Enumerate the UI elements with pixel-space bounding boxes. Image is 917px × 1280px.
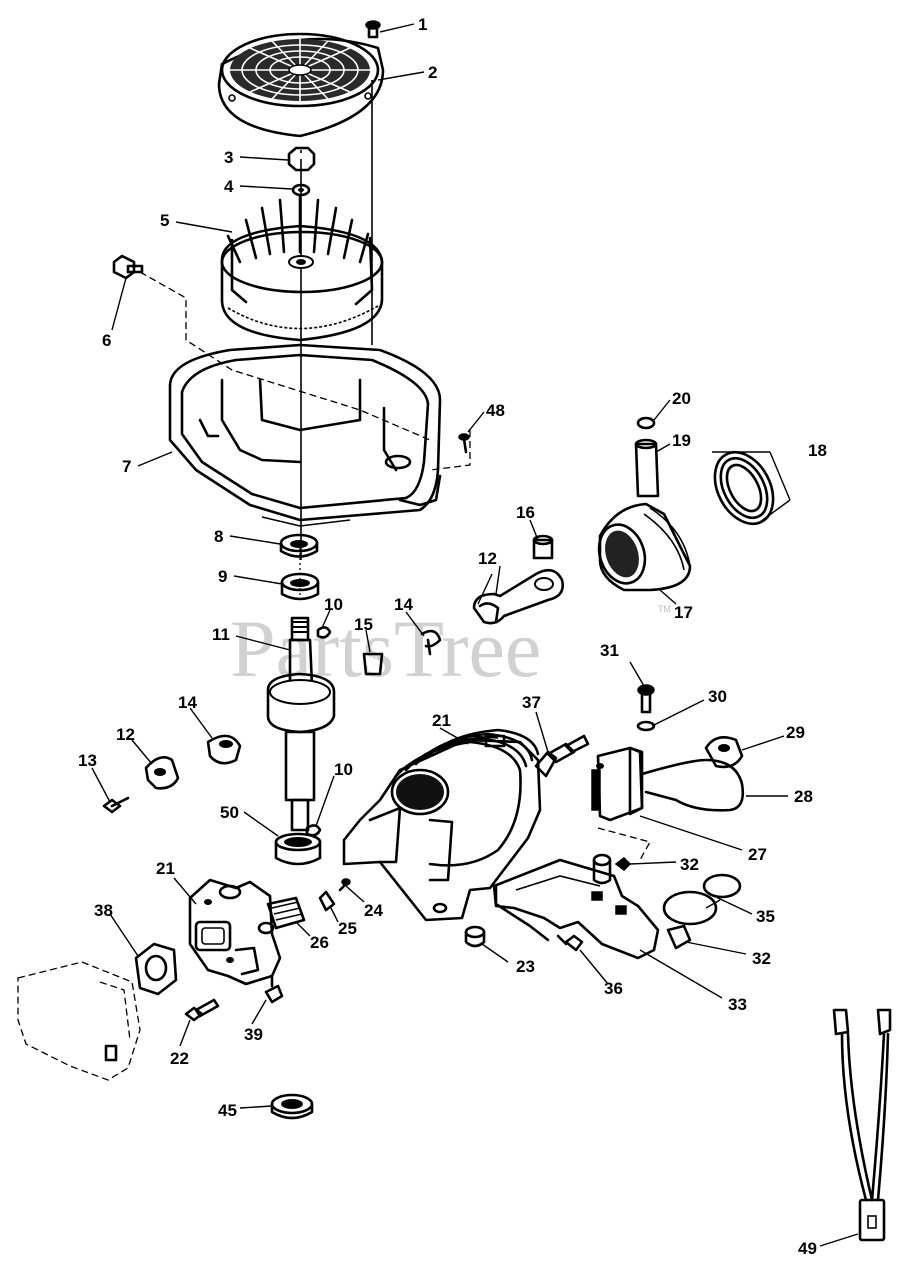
part-screw-top	[365, 20, 381, 39]
watermark: PartsTree	[230, 603, 541, 694]
callout-28: 28	[794, 787, 813, 806]
part-screw-31	[637, 684, 655, 714]
callout-9: 9	[218, 567, 227, 586]
part-flywheel-nut	[287, 146, 316, 172]
part-screw-32-upper	[614, 857, 632, 871]
part-spark-plug-lead	[640, 736, 745, 812]
callout-10a: 10	[324, 595, 343, 614]
part-clip-25	[318, 890, 336, 912]
part-retainer-lower	[206, 734, 242, 765]
part-seal-50	[274, 832, 322, 866]
callout-8: 8	[214, 527, 223, 546]
callout-32a: 32	[680, 855, 699, 874]
callout-48: 48	[486, 401, 505, 420]
callout-14a: 14	[178, 693, 197, 712]
part-washer	[291, 183, 311, 197]
part-screw-36	[556, 934, 584, 952]
part-washer-30	[636, 720, 656, 732]
callout-12a: 12	[116, 725, 135, 744]
callout-2: 2	[428, 63, 437, 82]
part-wire-harness	[832, 1008, 892, 1242]
callout-13: 13	[78, 751, 97, 770]
callout-17: 17	[674, 603, 693, 622]
callout-49: 49	[798, 1239, 817, 1258]
part-air-filter-housing	[17, 961, 141, 1081]
part-flywheel	[220, 194, 384, 342]
callout-22: 22	[170, 1049, 189, 1068]
callout-6: 6	[102, 331, 111, 350]
callout-39: 39	[244, 1025, 263, 1044]
callout-1: 1	[418, 15, 427, 34]
callout-18: 18	[808, 441, 827, 460]
callout-35: 35	[756, 907, 775, 926]
callout-labels: 1 2 3 4 5 6 7 8 9 10 10 11 12 12 13 14 1…	[78, 15, 827, 1258]
part-carb-gasket	[134, 942, 178, 996]
part-oil-seal	[279, 533, 319, 558]
part-reed-plate	[266, 896, 306, 930]
part-piston	[597, 502, 692, 592]
callout-4: 4	[224, 177, 234, 196]
callout-21a: 21	[432, 711, 451, 730]
part-crankshaft	[266, 616, 336, 832]
part-pin-bearing	[532, 534, 554, 560]
part-screw-39	[264, 974, 284, 1004]
part-seal-45	[270, 1093, 314, 1120]
callout-36: 36	[604, 979, 623, 998]
leader-lines	[91, 23, 859, 1247]
callout-23: 23	[516, 957, 535, 976]
callout-11: 11	[212, 625, 230, 644]
part-spark-plug	[534, 734, 590, 778]
callout-20: 20	[672, 389, 691, 408]
part-retainer-upper	[420, 629, 442, 656]
callout-15: 15	[354, 615, 373, 634]
part-carburetor	[188, 878, 282, 986]
part-screw-22	[184, 998, 220, 1022]
part-base-bracket	[492, 853, 660, 960]
callout-10b: 10	[334, 760, 353, 779]
callout-19: 19	[672, 431, 691, 450]
part-rod-screw	[102, 796, 130, 814]
callout-37: 37	[522, 693, 541, 712]
part-retaining-rings	[662, 873, 742, 926]
part-screw-24	[338, 878, 351, 892]
callout-25: 25	[338, 919, 357, 938]
part-bearing	[280, 572, 320, 601]
callout-32b: 32	[752, 949, 771, 968]
part-cylinder	[342, 728, 542, 922]
part-connecting-rod	[472, 568, 564, 625]
part-ignition-module	[591, 746, 644, 822]
callout-12b: 12	[478, 549, 497, 568]
part-bolt	[112, 254, 144, 280]
callout-31: 31	[600, 641, 619, 660]
part-rotating-screen	[217, 32, 385, 138]
callout-30: 30	[708, 687, 727, 706]
part-blower-housing	[168, 343, 442, 527]
watermark-trademark: TM	[658, 604, 671, 614]
part-needle-bearing	[362, 652, 384, 676]
callout-38: 38	[94, 901, 113, 920]
part-piston-pin	[634, 438, 660, 498]
callout-7: 7	[122, 457, 131, 476]
callout-33: 33	[728, 995, 747, 1014]
callout-16: 16	[516, 503, 535, 522]
callout-26: 26	[310, 933, 329, 952]
callout-24: 24	[364, 901, 383, 920]
callout-14b: 14	[394, 595, 413, 614]
part-clip-32-lower	[666, 924, 692, 950]
part-plug-23	[464, 925, 486, 948]
part-rod-cap	[144, 756, 180, 790]
callout-45: 45	[218, 1101, 237, 1120]
callout-29: 29	[786, 723, 805, 742]
callout-3: 3	[224, 148, 233, 167]
part-piston-rings	[712, 450, 791, 526]
part-screw-48	[458, 433, 470, 454]
callout-50: 50	[220, 803, 239, 822]
part-pin-retainer	[636, 416, 656, 430]
callout-27: 27	[748, 845, 767, 864]
callout-5: 5	[160, 211, 169, 230]
callout-21b: 21	[156, 859, 175, 878]
